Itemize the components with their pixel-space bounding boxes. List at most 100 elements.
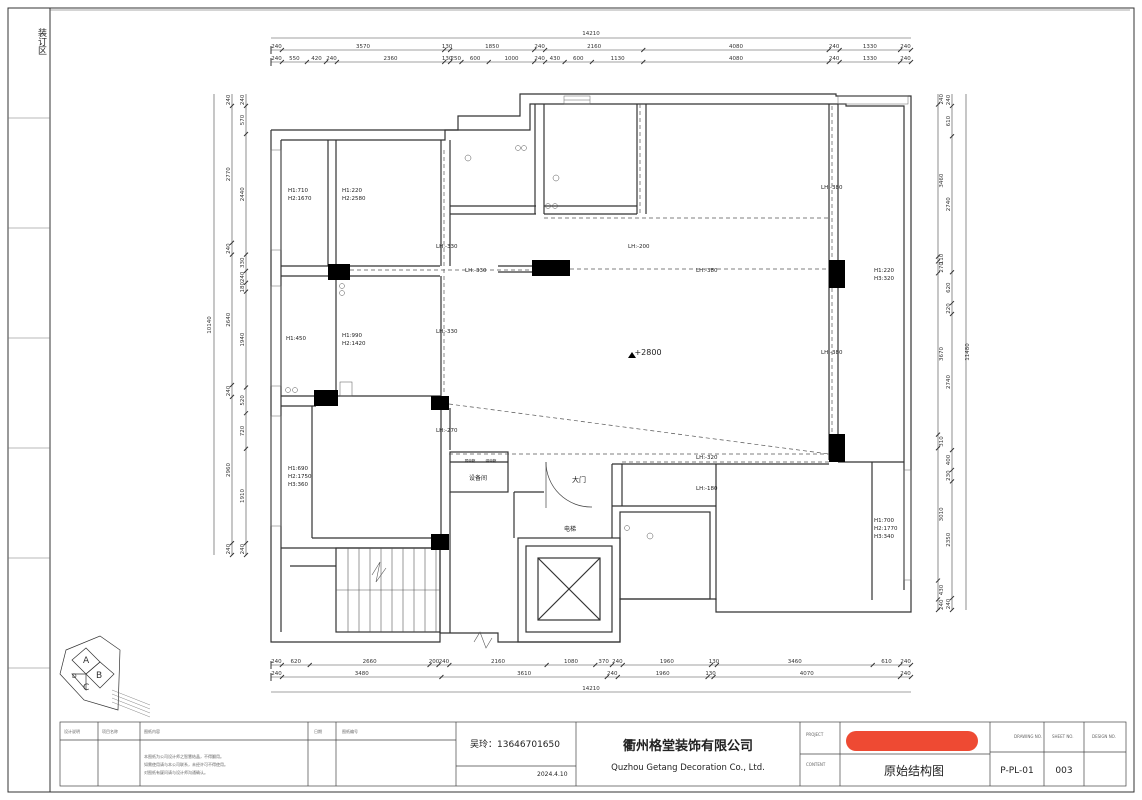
svg-text:A: A xyxy=(83,656,90,666)
bottom-total-dim: 14210 xyxy=(582,686,600,692)
drawing-date: 2024.4.10 xyxy=(537,771,568,778)
equipment-room-label: 设备间 xyxy=(469,474,487,482)
dimensions.top_row1-dim-label: 1330 xyxy=(863,44,877,50)
sheet-number: 003 xyxy=(1055,766,1072,776)
dimensions.left_outer-dim-label: 2640 xyxy=(226,312,232,326)
svg-text:图纸编号: 图纸编号 xyxy=(342,728,358,734)
dimensions.left_outer-dim-label: 240 xyxy=(226,94,232,105)
dimensions.top_row2-dim-label: 2360 xyxy=(384,56,398,62)
beam-height-label: LH:-180 xyxy=(696,486,718,492)
dimensions.bottom_row1-dim-label: 240 xyxy=(612,659,623,665)
dimensions.top_row2-dim-label: 1330 xyxy=(863,56,877,62)
dimensions.bottom_row1-dim-label: 620 xyxy=(291,659,302,665)
room-height-label: H2:1670 xyxy=(288,196,312,202)
room-height-label: H1:220 xyxy=(342,188,362,194)
dimensions.top_row2-dim-label: 600 xyxy=(573,56,584,62)
dimensions.right_outer-dim-label: 3670 xyxy=(939,346,945,360)
dimensions.right_inner-dim-label: 610 xyxy=(946,115,952,126)
room-height-label: H1:450 xyxy=(286,336,306,342)
column xyxy=(314,390,338,406)
dimensions.top_row2-dim-label: 1000 xyxy=(504,56,518,62)
dimensions.bottom_row1-dim-label: 1960 xyxy=(660,659,674,665)
beam-height-label: LH:-380 xyxy=(696,268,718,274)
company-logo: A B C D xyxy=(59,635,151,718)
dimensions.left_inner-dim-label: 330 xyxy=(240,257,246,268)
dimensions.right_outer-dim-label: 110 xyxy=(939,253,945,264)
dimensions.top_row1-dim-label: 4080 xyxy=(729,44,743,50)
dimensions.top_row2-dim-label: 240 xyxy=(900,56,911,62)
beam-lines xyxy=(336,104,833,463)
dimensions.right_inner-dim-label: 2350 xyxy=(946,532,952,546)
dimensions.right_inner-dim-label: 400 xyxy=(946,454,952,465)
dimensions.left_inner-dim-label: 240 xyxy=(240,271,246,282)
room-height-label: H3:320 xyxy=(874,276,894,282)
main-door-swing xyxy=(545,461,593,508)
beam-height-label: LH:-380 xyxy=(821,185,843,191)
dimensions.bottom_row1-dim-label: 2660 xyxy=(363,659,377,665)
dimensions.left_inner-dim-label: 520 xyxy=(240,395,246,406)
beam-height-label: LH:-330 xyxy=(436,329,458,335)
dimensions.top_row2-dim-label: 250 xyxy=(451,56,462,62)
dimensions.bottom_row2-dim-label: 240 xyxy=(900,671,911,677)
column xyxy=(532,260,570,276)
dimensions.bottom_row2-dim-label: 130 xyxy=(705,671,716,677)
dimensions.top_row1-dim-label: 240 xyxy=(900,44,911,50)
dimensions.top_row1-dim-label: 1850 xyxy=(485,44,499,50)
room-height-label: H1:220 xyxy=(874,268,894,274)
dimensions.right_inner-dim-label: 2740 xyxy=(946,375,952,389)
title-block xyxy=(59,721,1127,787)
dimensions.left_inner-dim-label: 570 xyxy=(240,114,246,125)
dimensions.top_row2-dim-label: 550 xyxy=(289,56,300,62)
beam-height-label: LH:-270 xyxy=(436,428,458,434)
dimensions.bottom_row1-dim-label: 240 xyxy=(900,659,911,665)
beam-height-label: LH:-380 xyxy=(821,350,843,356)
dimensions.bottom_row2-dim-label: 240 xyxy=(607,671,618,677)
room-height-label: H2:1750 xyxy=(288,474,312,480)
meter-label-strong: 强电箱 xyxy=(486,458,497,463)
dimensions.bottom_row1-dim-label: 200 xyxy=(429,659,440,665)
dimensions.left_inner-dim-label: 1910 xyxy=(240,488,246,502)
svg-text:B: B xyxy=(96,671,102,681)
dimensions.top_row1-dim-label: 3570 xyxy=(356,44,370,50)
break-mark xyxy=(473,631,493,649)
dimensions.left_inner-dim-label: 720 xyxy=(240,425,246,436)
svg-text:DESIGN NO.: DESIGN NO. xyxy=(1092,734,1116,739)
right-total-dim: 11480 xyxy=(965,343,971,361)
column xyxy=(431,534,449,550)
meter-label-weak: 弱电箱 xyxy=(465,458,476,463)
dimensions.top_row2-dim-label: 240 xyxy=(271,56,282,62)
svg-text:设计说明: 设计说明 xyxy=(64,728,80,734)
svg-text:D: D xyxy=(72,673,77,680)
svg-text:CONTENT: CONTENT xyxy=(806,762,826,767)
dimensions.right_inner-dim-label: 240 xyxy=(946,94,952,105)
drawing-title: 原始结构图 xyxy=(884,763,944,778)
beam-height-label: LH:-200 xyxy=(628,244,650,250)
dimensions.top_row2-dim-label: 130 xyxy=(442,56,453,62)
beam-height-label: LH:-330 xyxy=(436,244,458,250)
dimensions.top_row2-dim-label: 240 xyxy=(829,56,840,62)
room-height-label: H1:690 xyxy=(288,466,308,472)
dimensions.right_outer-dim-label: 270 xyxy=(939,262,945,273)
dimensions.bottom_row2-dim-label: 240 xyxy=(271,671,282,677)
svg-text:本图纸为公司设计师之智慧结晶，不得翻用。: 本图纸为公司设计师之智慧结晶，不得翻用。 xyxy=(144,753,224,759)
company-name-cn: 衢州格堂装饰有限公司 xyxy=(623,738,753,754)
dimensions.bottom_row1-dim-label: 130 xyxy=(709,659,720,665)
dimensions.top_row2-dim-label: 600 xyxy=(470,56,481,62)
dimensions.left_inner-dim-label: 2440 xyxy=(240,187,246,201)
binding-area-label: 装订区 xyxy=(36,28,46,55)
dimensions.right_outer-dim-label: 430 xyxy=(939,584,945,595)
designer-contact: 吴玲：13646701650 xyxy=(470,738,560,750)
title-block-small-print: 设计说明 项目名称 图纸内容 日期 图纸编号 本图纸为公司设计师之智慧结晶，不得… xyxy=(64,728,1116,775)
dimensions.top_row1-dim-label: 240 xyxy=(271,44,282,50)
dimensions.right_inner-dim-label: 2740 xyxy=(946,197,952,211)
room-height-label: H3:340 xyxy=(874,534,894,540)
dimensions.bottom_row2-dim-label: 4070 xyxy=(800,671,814,677)
svg-text:PROJECT: PROJECT xyxy=(806,732,824,737)
column xyxy=(829,434,845,462)
dimensions.bottom_row1-dim-label: 240 xyxy=(271,659,282,665)
dimensions.left_outer-dim-label: 2770 xyxy=(226,167,232,181)
dimensions.bottom_row1-dim-label: 240 xyxy=(439,659,450,665)
dimensions.left_inner-dim-label: 1940 xyxy=(240,332,246,346)
svg-text:图纸内容: 图纸内容 xyxy=(144,728,160,734)
dimensions.right_inner-dim-label: 230 xyxy=(946,470,952,481)
